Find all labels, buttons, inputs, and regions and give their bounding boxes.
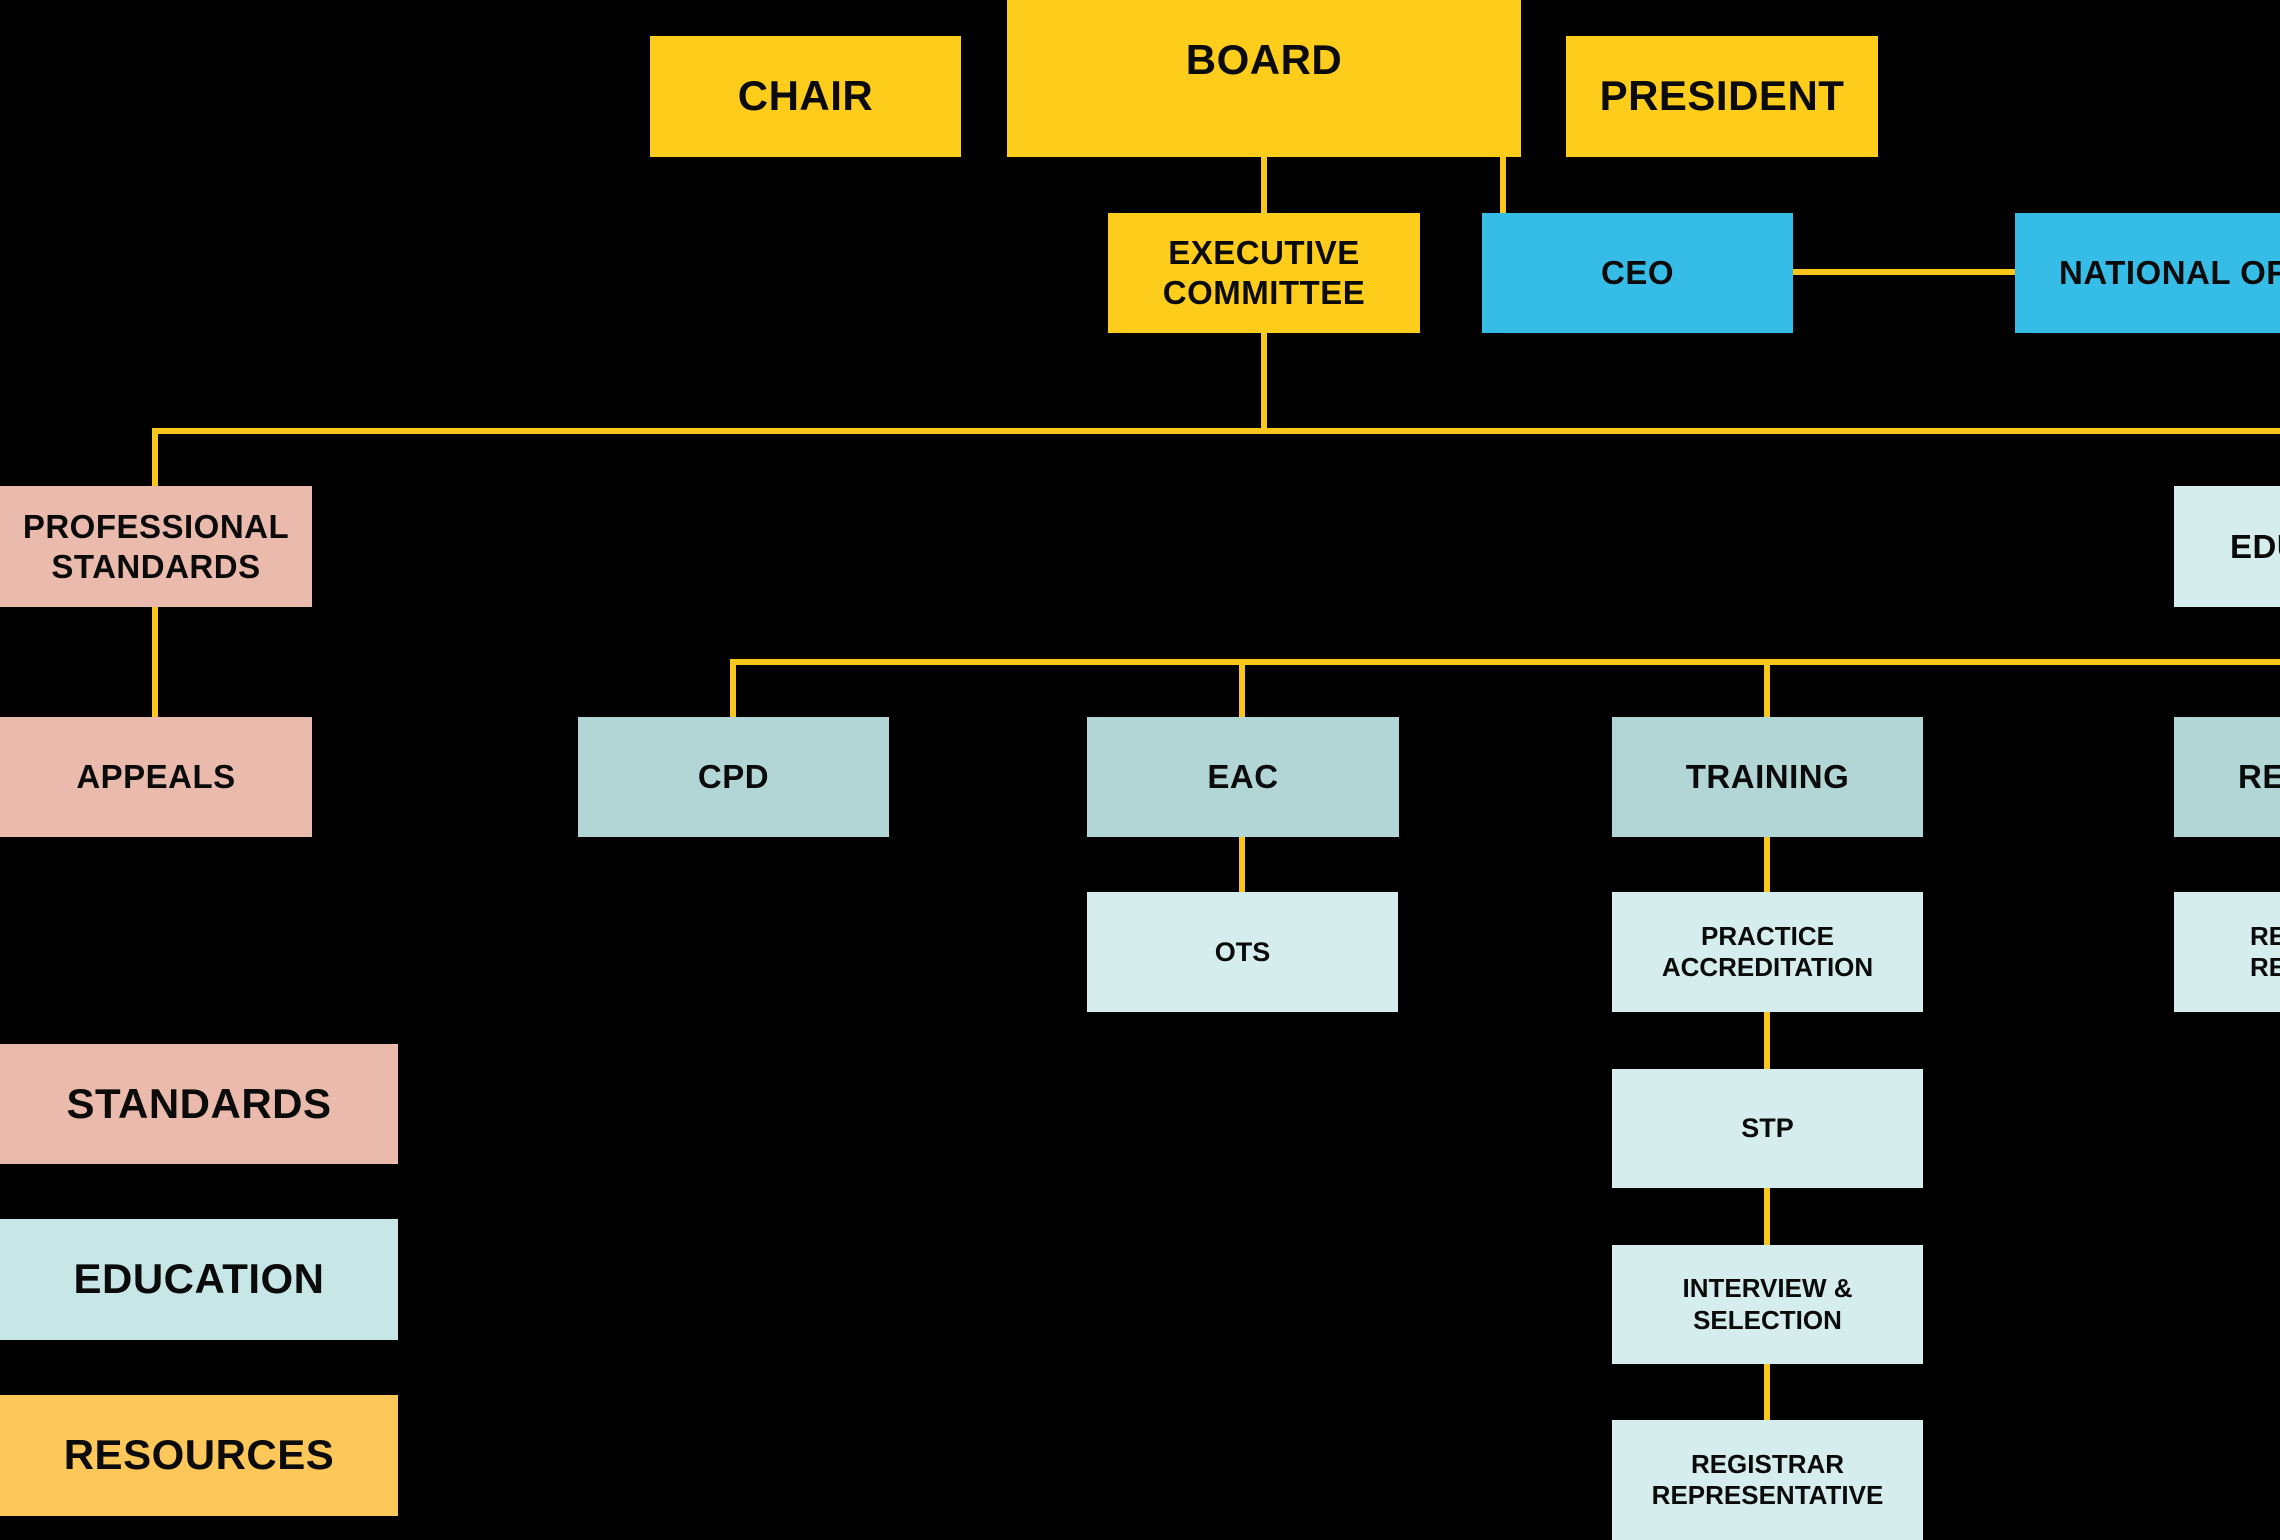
ots-label: OTS xyxy=(1214,936,1271,967)
legend-education-label: EDUCATION xyxy=(73,1255,325,1303)
eac-box: EAC xyxy=(1087,717,1399,837)
connector-interview-registrar xyxy=(1764,1364,1770,1420)
connector-prof-appeals xyxy=(152,607,158,717)
legend-resources: RESOURCES xyxy=(0,1395,398,1516)
professional-standards-box: PROFESSIONAL STANDARDS xyxy=(0,486,312,607)
connector-practice-stp xyxy=(1764,1012,1770,1069)
education-label: EDU xyxy=(2230,527,2280,565)
re-child-box: RE RE xyxy=(2174,892,2280,1012)
executive-committee-label-line2: COMMITTEE xyxy=(1162,274,1366,311)
appeals-box: APPEALS xyxy=(0,717,312,837)
connector-ceo-national xyxy=(1793,269,2015,275)
professional-standards-label-line1: PROFESSIONAL xyxy=(22,507,290,545)
registrar-representative-label-line2: REPRESENTATIVE xyxy=(1651,1480,1884,1510)
connector-eac-ots xyxy=(1239,837,1245,892)
registrar-representative-label-line1: REGISTRAR xyxy=(1690,1448,1845,1479)
connector-to-eac xyxy=(1239,659,1245,717)
training-label: TRAINING xyxy=(1685,758,1850,796)
registrar-representative-box: REGISTRAR REPRESENTATIVE xyxy=(1612,1420,1923,1540)
cpd-label: CPD xyxy=(697,758,770,796)
practice-accreditation-box: PRACTICE ACCREDITATION xyxy=(1612,892,1923,1012)
practice-accreditation-label-line1: PRACTICE xyxy=(1701,920,1834,951)
ceo-box: CEO xyxy=(1482,213,1793,333)
connector-to-training xyxy=(1764,659,1770,717)
practice-accreditation-label-line2: ACCREDITATION xyxy=(1661,952,1874,982)
stp-label: STP xyxy=(1741,1113,1794,1144)
board-box: BOARD xyxy=(1007,0,1521,157)
connector-stp-interview xyxy=(1764,1188,1770,1245)
chair-label: CHAIR xyxy=(737,72,874,120)
board-label: BOARD xyxy=(1185,36,1343,84)
legend-standards-label: STANDARDS xyxy=(66,1079,332,1127)
appeals-label: APPEALS xyxy=(76,758,236,796)
connector-training-practice xyxy=(1764,837,1770,892)
ots-box: OTS xyxy=(1087,892,1398,1012)
interview-selection-label-line2: SELECTION xyxy=(1693,1304,1842,1335)
interview-selection-box: INTERVIEW & SELECTION xyxy=(1612,1245,1923,1364)
legend-resources-label: RESOURCES xyxy=(63,1431,335,1479)
connector-main-horizontal xyxy=(152,428,2280,434)
legend-education: EDUCATION xyxy=(0,1219,398,1340)
president-box: PRESIDENT xyxy=(1566,36,1878,157)
interview-selection-label-line1: INTERVIEW & xyxy=(1682,1273,1853,1304)
connector-to-cpd xyxy=(730,659,736,717)
connector-edu-horizontal xyxy=(730,659,2280,665)
connector-board-ceo xyxy=(1500,157,1506,213)
eac-label: EAC xyxy=(1207,758,1279,796)
re-child-label-line2: RE xyxy=(2250,952,2280,982)
connector-to-prof-standards xyxy=(152,428,158,486)
president-label: PRESIDENT xyxy=(1599,72,1845,120)
connector-board-exec xyxy=(1261,157,1267,213)
executive-committee-label-line1: EXECUTIVE xyxy=(1168,234,1360,272)
chair-box: CHAIR xyxy=(650,36,961,157)
cpd-box: CPD xyxy=(578,717,889,837)
re-committee-label: RE xyxy=(2238,758,2280,796)
training-box: TRAINING xyxy=(1612,717,1923,837)
re-child-label-line1: RE xyxy=(2250,920,2280,951)
ceo-label: CEO xyxy=(1600,254,1674,292)
executive-committee-box: EXECUTIVE COMMITTEE xyxy=(1108,213,1420,333)
national-office-label: NATIONAL OF xyxy=(2059,254,2280,292)
professional-standards-label-line2: STANDARDS xyxy=(51,547,261,585)
legend-standards: STANDARDS xyxy=(0,1044,398,1164)
re-committee-box: RE xyxy=(2174,717,2280,837)
national-office-box: NATIONAL OF xyxy=(2015,213,2280,333)
education-box: EDU xyxy=(2174,486,2280,607)
stp-box: STP xyxy=(1612,1069,1923,1188)
connector-exec-down xyxy=(1261,333,1267,432)
